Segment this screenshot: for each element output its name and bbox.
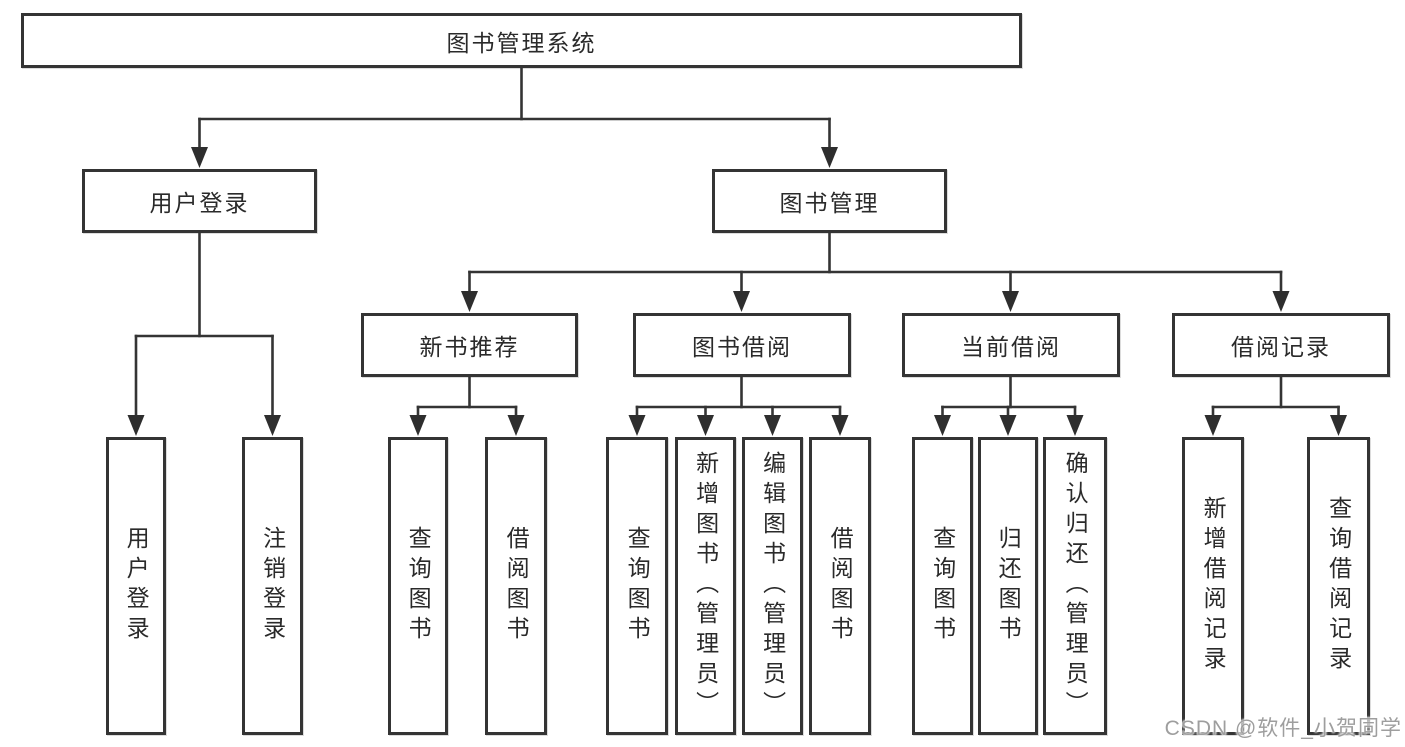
connector-book-borrowing-children (628, 375, 849, 436)
node-root-label: 图书管理系统 (446, 29, 597, 56)
leaf-query-books-current: 查询图书 (912, 437, 973, 735)
leaf-borrow-books-recommend-label: 借阅图书 (503, 526, 530, 646)
node-user-login-label: 用户登录 (149, 190, 250, 216)
connector-book-management-children (461, 231, 1290, 312)
node-new-book-recommendation-label: 新书推荐 (419, 334, 520, 360)
leaf-query-books-current-label: 查询图书 (929, 526, 956, 646)
leaf-query-books-borrow: 查询图书 (606, 437, 668, 735)
node-book-management: 图书管理 (712, 169, 947, 233)
leaf-user-login-action-label: 用户登录 (123, 526, 150, 646)
leaf-add-borrow-record-label: 新增借阅记录 (1200, 496, 1227, 676)
leaf-edit-books-admin-label: 编辑图书（管理员） (759, 451, 786, 721)
leaf-borrow-books-borrow: 借阅图书 (809, 437, 871, 735)
leaf-logout-action: 注销登录 (242, 437, 303, 735)
node-root-system: 图书管理系统 (21, 13, 1022, 68)
leaf-query-books-borrow-label: 查询图书 (624, 526, 651, 646)
leaf-borrow-books-recommend: 借阅图书 (485, 437, 547, 735)
csdn-watermark: CSDN @软件_小贺同学 (1164, 717, 1402, 740)
node-borrowing-records-label: 借阅记录 (1231, 334, 1331, 360)
connector-current-borrowing-children (934, 375, 1084, 436)
connector-root-to-level2 (191, 66, 838, 168)
leaf-logout-action-label: 注销登录 (259, 526, 286, 646)
leaf-return-books: 归还图书 (978, 437, 1038, 735)
leaf-query-books-recommend-label: 查询图书 (405, 526, 432, 646)
leaf-add-books-admin-label: 新增图书（管理员） (692, 451, 719, 721)
node-book-borrowing-label: 图书借阅 (692, 334, 792, 360)
node-borrowing-records: 借阅记录 (1172, 313, 1390, 377)
leaf-add-books-admin: 新增图书（管理员） (675, 437, 736, 735)
node-current-borrowing-label: 当前借阅 (961, 334, 1061, 360)
leaf-confirm-return-admin: 确认归还（管理员） (1043, 437, 1107, 735)
leaf-add-borrow-record: 新增借阅记录 (1182, 437, 1244, 735)
node-book-borrowing: 图书借阅 (633, 313, 851, 377)
connector-new-book-recommendation-children (409, 375, 525, 436)
leaf-query-borrow-record-label: 查询借阅记录 (1325, 496, 1352, 676)
leaf-user-login-action: 用户登录 (106, 437, 166, 735)
leaf-borrow-books-borrow-label: 借阅图书 (827, 526, 854, 646)
leaf-return-books-label: 归还图书 (995, 526, 1022, 646)
node-user-login: 用户登录 (82, 169, 317, 233)
leaf-edit-books-admin: 编辑图书（管理员） (742, 437, 803, 735)
node-current-borrowing: 当前借阅 (902, 313, 1120, 377)
connector-user-login-children (127, 231, 281, 436)
leaf-query-books-recommend: 查询图书 (388, 437, 448, 735)
node-book-management-label: 图书管理 (779, 190, 880, 216)
connector-borrowing-records-children (1204, 375, 1347, 436)
node-new-book-recommendation: 新书推荐 (361, 313, 578, 377)
leaf-query-borrow-record: 查询借阅记录 (1307, 437, 1370, 735)
leaf-confirm-return-admin-label: 确认归还（管理员） (1062, 451, 1089, 721)
